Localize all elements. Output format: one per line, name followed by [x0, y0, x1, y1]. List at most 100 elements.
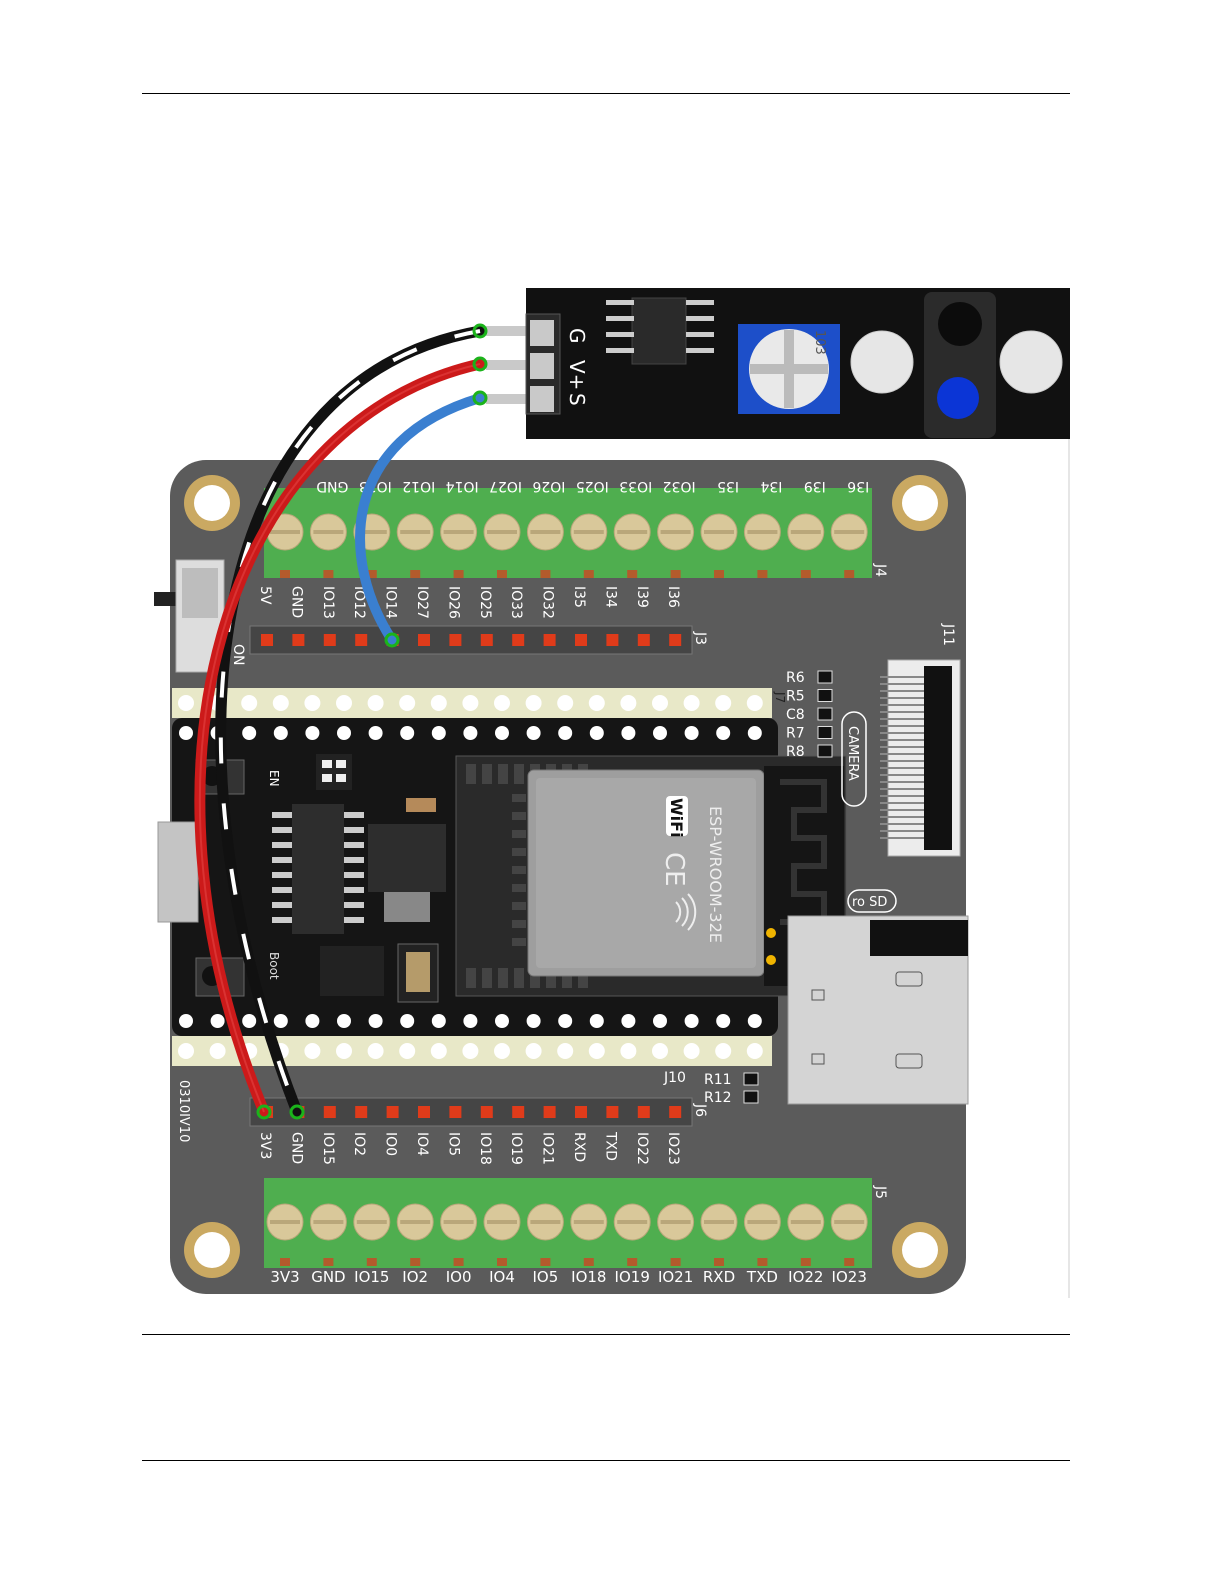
header-pin[interactable] [637, 634, 650, 646]
wires [194, 323, 488, 1120]
terminal-bottom-label: IO2 [402, 1268, 428, 1286]
ref-j5: J5 [872, 1185, 888, 1199]
header-pin[interactable] [480, 1106, 493, 1118]
header-pin[interactable] [261, 634, 273, 646]
header-j6-label: GND [288, 1132, 304, 1164]
terminal-bottom-label: IO5 [533, 1268, 559, 1286]
terminal-bottom-label: IO18 [571, 1268, 606, 1286]
wire-signal-blue [355, 393, 485, 645]
header-pin[interactable] [292, 634, 305, 646]
module-labels: WiFi ESP-WROOM-32E CE [659, 796, 725, 943]
header-pin[interactable] [449, 1106, 462, 1118]
header-pin[interactable] [323, 634, 336, 646]
header-pin[interactable] [418, 1106, 430, 1118]
header-j6-label: IO15 [320, 1132, 336, 1165]
header-j6-label: TXD [602, 1131, 618, 1161]
header-j3 [249, 625, 693, 655]
board-version: 0310IV10 [176, 1080, 191, 1142]
sensor-pin-v [486, 360, 530, 370]
led-left [850, 330, 914, 394]
header-pin[interactable] [512, 1106, 525, 1118]
header-j6-label: IO0 [383, 1132, 399, 1156]
sensor-pin-s [486, 394, 530, 404]
camera-label: CAMERA [845, 726, 860, 781]
footer-rule-bottom [142, 1460, 1070, 1461]
terminal-top-label: I34 [760, 478, 782, 494]
header-pin[interactable] [418, 634, 430, 646]
terminal-top-label: I39 [804, 478, 826, 494]
header-pin[interactable] [637, 1106, 650, 1118]
terminal-bottom-label: IO22 [788, 1268, 823, 1286]
header-j3-label: IO14 [383, 586, 399, 619]
usb-uart-chip [292, 804, 344, 934]
header-pin[interactable] [512, 634, 525, 646]
header-j6-label: RXD [571, 1132, 587, 1162]
smd-label-bottom: R12 [704, 1090, 732, 1106]
mounting-holes [184, 475, 948, 1278]
usb-port [157, 821, 199, 923]
header-j6-label: IO23 [665, 1132, 681, 1165]
header-pin[interactable] [386, 1106, 399, 1118]
header-pin[interactable] [575, 634, 587, 646]
header-pin[interactable] [323, 1106, 336, 1118]
header-j3-label: I34 [602, 586, 618, 608]
terminal-bottom-label: IO19 [615, 1268, 650, 1286]
header-j6-label: IO21 [540, 1132, 556, 1165]
header-j3-label: IO25 [477, 586, 493, 619]
header-pin[interactable] [575, 1106, 587, 1118]
terminal-top-label: I35 [717, 478, 739, 494]
ref-j11: J11 [940, 623, 956, 646]
sd-label: ro SD [852, 895, 887, 910]
ref-j6: J6 [692, 1103, 708, 1117]
module-name: ESP-WROOM-32E [706, 806, 725, 943]
header-pin[interactable] [355, 1106, 368, 1118]
header-pin[interactable] [606, 1106, 619, 1118]
potentiometer: 103 [738, 324, 840, 414]
header-j6-label: IO22 [634, 1132, 650, 1165]
smd-label-right: R6 [786, 670, 805, 686]
header-pin[interactable] [355, 634, 368, 646]
header-pin[interactable] [543, 634, 556, 646]
switch-label: ON [230, 644, 246, 666]
boot-label: Boot [267, 952, 281, 980]
sensor-pin-label-s: S [565, 393, 589, 406]
header-j6-label: IO19 [508, 1132, 524, 1165]
header-pin[interactable] [669, 634, 682, 646]
smd-label-right: R5 [786, 689, 805, 705]
header-j6-label: IO2 [351, 1132, 367, 1156]
sensor-pin-g [486, 326, 530, 336]
header-j6-label: IO18 [477, 1132, 493, 1165]
regulator [368, 824, 446, 892]
header-j6-label: 3V3 [257, 1132, 273, 1159]
header-j3-label: 5V [257, 586, 273, 605]
header-pin[interactable] [480, 634, 493, 646]
terminal-bottom-label: IO0 [446, 1268, 472, 1286]
header-j6 [249, 1097, 693, 1127]
terminal-top-label: IO26 [532, 478, 565, 494]
terminal-top-label: IO14 [446, 478, 479, 494]
wifi-logo: WiFi [667, 798, 686, 838]
terminal-top-label: IO25 [576, 478, 609, 494]
sensor-pin-label-g: G [565, 328, 589, 344]
header-j3-label: IO27 [414, 586, 430, 619]
ref-j3: J3 [692, 631, 708, 645]
smd-label-right: R8 [786, 744, 805, 760]
led-right [999, 330, 1063, 394]
terminal-top-label: IO32 [663, 478, 696, 494]
terminal-top-label: IO33 [619, 478, 652, 494]
smd-label-right: R7 [786, 726, 805, 742]
header-pin[interactable] [449, 634, 462, 646]
header-j3-label: IO33 [508, 586, 524, 619]
header-pin[interactable] [543, 1106, 556, 1118]
header-j3-pins [261, 634, 682, 646]
header-pin[interactable] [606, 634, 619, 646]
ir-sensor-pair [924, 292, 996, 438]
header-pin[interactable] [669, 1106, 682, 1118]
sd-card-slot: ro SD [787, 889, 969, 1105]
